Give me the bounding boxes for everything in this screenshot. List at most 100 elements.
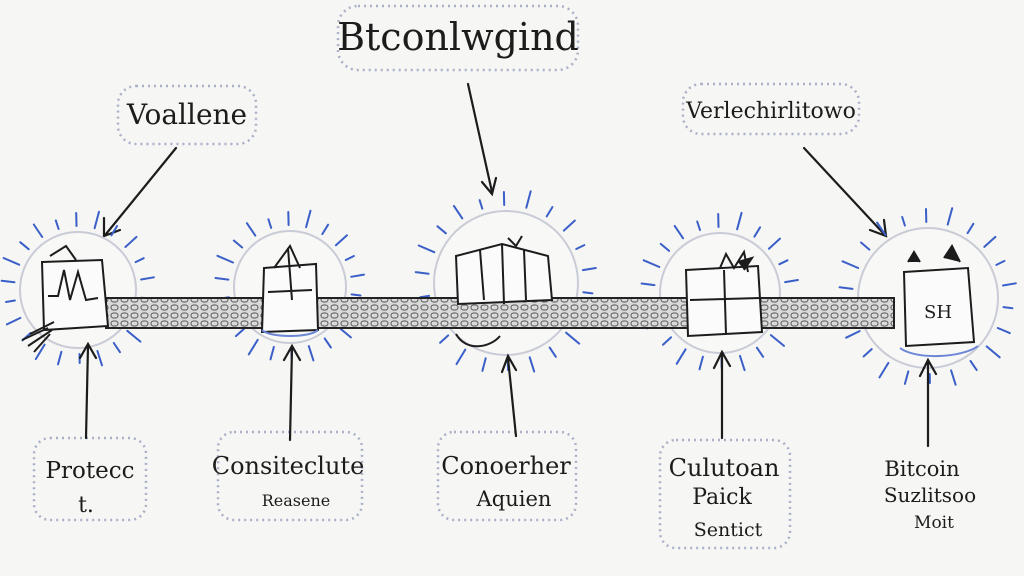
node-2-ray <box>350 293 362 297</box>
node-3-ray <box>455 348 467 366</box>
node-2-ray <box>307 345 315 362</box>
node-4-label-line-2: Paick <box>692 485 752 510</box>
node-2-arrow <box>282 343 302 442</box>
node-4-ray <box>736 211 743 231</box>
arrowhead-title <box>480 176 498 197</box>
node-5-icon-text: SH <box>924 302 952 323</box>
node-1-ray <box>0 279 16 284</box>
node-4-ray <box>659 242 671 252</box>
node-4-label-line-1: Culutoan <box>669 454 780 482</box>
node-1-ray <box>93 210 100 230</box>
node-2-ray <box>269 345 275 361</box>
node-4-ray <box>769 334 785 347</box>
node-5-label-line-1: Bitcoin <box>884 457 959 481</box>
node-3-arrow <box>500 353 518 438</box>
node-4-ray <box>662 336 673 346</box>
node-3-ray <box>562 219 576 232</box>
node-1-ray <box>54 219 60 230</box>
node-5-ray <box>966 222 975 235</box>
node-4-ray <box>675 348 687 365</box>
node-5-ray <box>969 360 978 372</box>
node-3-label-line-2: Aquien <box>476 487 552 511</box>
node-2-ray <box>334 234 348 247</box>
node-5-ray <box>1002 282 1017 287</box>
package-icon <box>684 249 764 338</box>
callout-arrows <box>102 82 888 238</box>
callout-top-left: Voallene <box>126 98 247 131</box>
node-1-ray <box>2 257 21 266</box>
label-frame-4 <box>658 438 792 550</box>
node-2-ray <box>216 254 234 264</box>
arrow-left-callout <box>104 146 178 236</box>
node-3-ray <box>548 346 557 358</box>
node-5-ray <box>996 327 1011 335</box>
node-5-ray <box>845 330 861 339</box>
node-1-ray <box>112 342 121 354</box>
node-4-arrow <box>712 349 732 440</box>
node-5-ray <box>841 260 860 269</box>
node-1-label-line-1: Protecc <box>46 458 135 484</box>
node-3-ray <box>436 225 447 235</box>
node-3-ray <box>581 267 597 272</box>
node-2-ray <box>232 239 244 249</box>
node-1-label-line-2: t. <box>78 493 94 518</box>
node-1-ray <box>34 343 46 361</box>
node-3-ray <box>452 204 464 220</box>
node-5-ray <box>950 369 957 386</box>
callout-top-right: Verlechirlitowo <box>685 99 856 124</box>
node-5-ray <box>1002 306 1014 310</box>
node-2-ray <box>350 273 365 278</box>
contract-icon <box>260 244 320 337</box>
node-2-label-line-1: Consiteclute <box>212 452 365 480</box>
node-5-ray <box>995 259 1006 266</box>
node-3-ray <box>565 331 581 345</box>
node-5-arrow <box>918 357 938 448</box>
arrowhead-right <box>868 218 888 238</box>
node-3-ray <box>575 244 586 250</box>
node-2-ray <box>247 338 259 356</box>
node-2-ray <box>245 222 257 237</box>
node-3-ray <box>545 206 554 218</box>
node-2-ray <box>214 277 230 281</box>
node-5-ray <box>985 345 1001 359</box>
node-1-ray <box>96 350 103 367</box>
node-2-ray <box>305 209 312 229</box>
node-arrows <box>78 341 938 448</box>
node-5-ray <box>901 216 906 227</box>
node-5-ray <box>876 221 887 236</box>
node-4-ray <box>640 282 656 287</box>
title-frame <box>336 4 580 72</box>
node-1-ray <box>134 257 145 264</box>
node-5-ray <box>860 241 871 251</box>
node-2-ray <box>267 218 273 229</box>
node-4-ray <box>784 279 799 284</box>
node-3-label-line-1: Conoerher <box>441 452 571 480</box>
node-1-ray <box>110 225 119 237</box>
node-3-ray <box>481 357 487 372</box>
node-3-ray <box>414 271 430 275</box>
node-2-ray <box>323 337 332 349</box>
node-1-ray <box>124 235 138 248</box>
node-4-ray <box>767 237 781 250</box>
node-5-ray <box>903 370 910 385</box>
node-1-ray <box>57 350 63 366</box>
node-4-ray <box>642 259 661 268</box>
handshake-icon <box>454 235 554 348</box>
wallet-icon <box>21 244 110 353</box>
node-4-ray <box>673 224 685 240</box>
node-1-ray <box>5 299 16 303</box>
node-1-ray <box>140 276 155 281</box>
node-2-ray <box>234 327 246 338</box>
node-5-ray <box>983 235 997 248</box>
node-2-ray <box>321 223 330 236</box>
node-4-ray <box>755 346 765 358</box>
node-3-ray <box>439 334 450 344</box>
node-labels: Protecc t. Consiteclute Reasene Conoerhe… <box>46 452 977 541</box>
node-3-ray <box>417 244 436 254</box>
node-4-ray <box>778 259 789 266</box>
diagram-title: Btconlwgind <box>337 15 579 59</box>
node-5-ray <box>862 348 873 358</box>
node-4-ray <box>739 354 746 372</box>
